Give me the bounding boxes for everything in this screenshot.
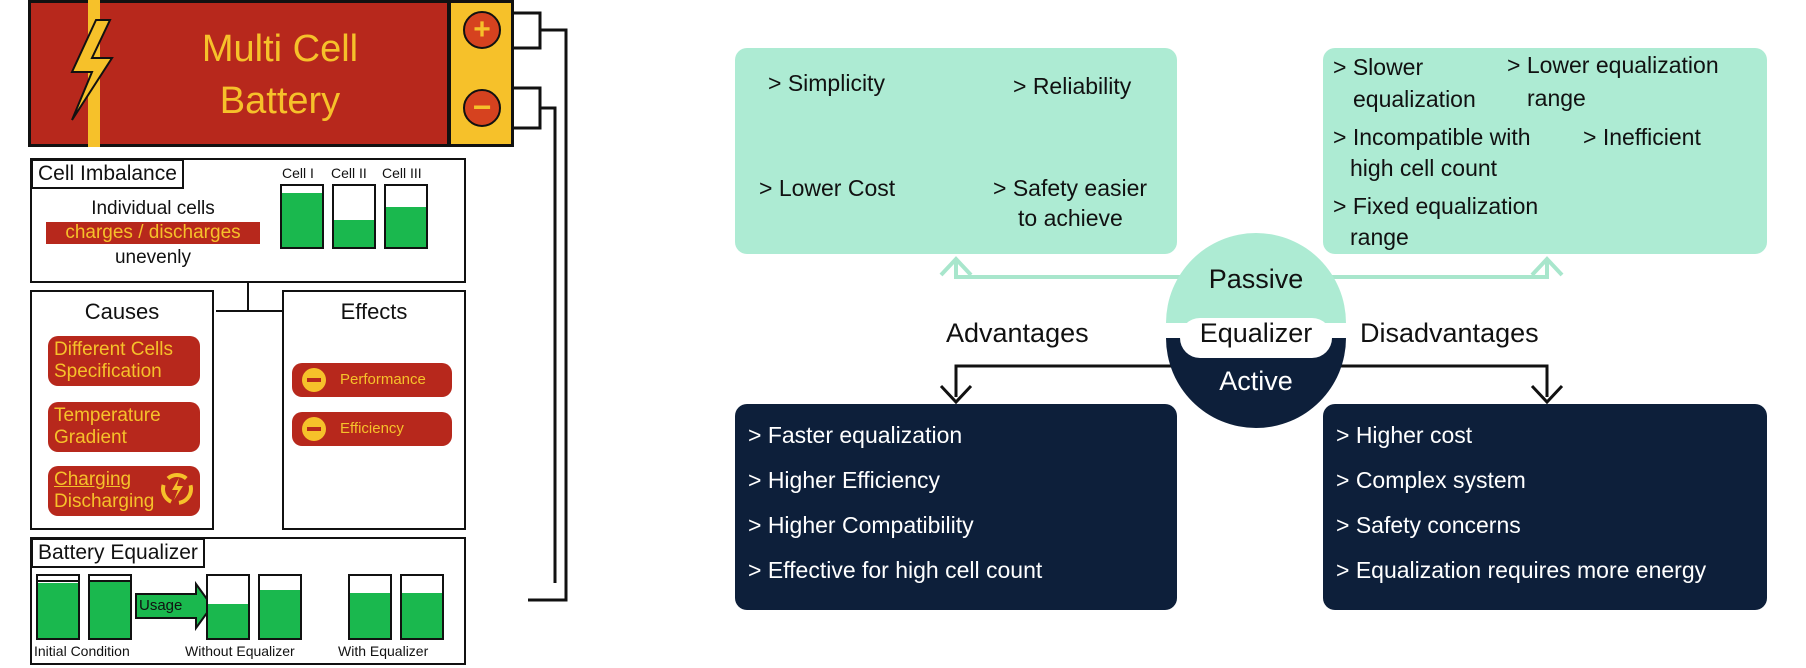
minus-icon — [302, 368, 326, 392]
passive-dis-inefficient: > Inefficient — [1583, 124, 1701, 150]
arrow-active-disadvantages — [1340, 364, 1549, 397]
advantages-label: Advantages — [946, 318, 1089, 348]
effects-box — [282, 290, 466, 530]
equalizer-band — [1180, 318, 1332, 358]
with-cell-2 — [400, 574, 444, 640]
battery-title-line2: Battery — [219, 80, 341, 122]
passive-half-circle — [1166, 233, 1346, 323]
active-advantages-panel — [735, 404, 1177, 610]
effect-item-performance: Performance — [292, 363, 452, 397]
usage-label: Usage — [139, 597, 183, 614]
passive-adv-safety-2: to achieve — [1018, 205, 1123, 231]
passive-dis-lower-1: > Lower equalization — [1507, 52, 1719, 78]
passive-dis-incompat-2: high cell count — [1350, 155, 1498, 181]
battery-equalizer-title: Battery Equalizer — [31, 538, 205, 568]
imbalance-cell-1 — [280, 184, 324, 249]
battery-minus-sign: − — [472, 89, 492, 125]
cell-imbalance-title: Cell Imbalance — [31, 159, 184, 189]
active-dis-item-3: > Safety concerns — [1336, 512, 1521, 538]
active-adv-item-1: > Faster equalization — [748, 422, 963, 448]
cause-item-temperature: Temperature Gradient — [48, 402, 200, 452]
arrow-passive-advantages — [954, 262, 1200, 279]
minus-icon — [302, 417, 326, 441]
equalizer-label: Equalizer — [1199, 318, 1313, 348]
causes-title: Causes — [84, 299, 160, 324]
effects-title: Effects — [340, 299, 408, 324]
passive-advantages-panel — [735, 48, 1177, 254]
plus-terminal-icon — [463, 11, 501, 49]
arrowhead-active-disadvantages — [1530, 384, 1564, 405]
arrowhead-passive-disadvantages — [1530, 256, 1564, 277]
active-adv-item-4: > Effective for high cell count — [748, 557, 1043, 583]
passive-dis-fixed-1: > Fixed equalization — [1333, 193, 1539, 219]
charge-cycle-icon — [161, 473, 193, 505]
arrow-passive-disadvantages — [1330, 262, 1549, 279]
arrow-active-advantages — [954, 364, 1185, 397]
passive-dis-slower-1: > Slower — [1333, 54, 1424, 80]
caption-with: With Equalizer — [338, 643, 429, 659]
passive-dis-slower-2: equalization — [1353, 86, 1476, 112]
cell-2-label: Cell II — [331, 165, 367, 181]
initial-cell-2 — [88, 574, 132, 640]
effect-item-efficiency: Efficiency — [292, 412, 452, 446]
active-adv-item-3: > Higher Compatibility — [748, 512, 974, 538]
active-label: Active — [1219, 366, 1293, 396]
arrowhead-active-advantages — [939, 384, 973, 405]
passive-dis-lower-2: range — [1527, 85, 1586, 111]
wire-minus-down — [540, 106, 557, 583]
cell-3-label: Cell III — [382, 165, 422, 181]
passive-label: Passive — [1208, 264, 1304, 294]
passive-adv-safety-1: > Safety easier — [993, 175, 1148, 201]
passive-dis-incompat-1: > Incompatible with — [1333, 124, 1531, 150]
active-dis-item-2: > Complex system — [1336, 467, 1526, 493]
imbalance-text-2: charges / discharges — [46, 222, 260, 244]
disadvantages-label: Disadvantages — [1360, 318, 1539, 348]
active-half-circle — [1166, 338, 1346, 428]
passive-adv-reliability: > Reliability — [1013, 73, 1132, 99]
cause-item-charging: Charging Discharging — [48, 466, 200, 516]
imbalance-cell-2 — [332, 184, 376, 249]
wire-main — [528, 28, 568, 602]
passive-disadvantages-panel — [1323, 48, 1767, 254]
cause-item-cells-spec: Different Cells Specification — [48, 336, 200, 386]
active-dis-item-1: > Higher cost — [1336, 422, 1473, 448]
effect-label-efficiency: Efficiency — [340, 420, 404, 437]
without-cell-1 — [206, 574, 250, 640]
with-cell-1 — [348, 574, 392, 640]
charging-label: Charging — [54, 469, 132, 490]
passive-dis-fixed-2: range — [1350, 224, 1409, 250]
minus-terminal-icon — [463, 89, 501, 127]
discharging-label: Discharging — [54, 491, 155, 512]
imbalance-cell-3 — [384, 184, 428, 249]
effect-label-performance: Performance — [340, 371, 426, 388]
arrowhead-passive-advantages — [939, 256, 973, 277]
caption-without: Without Equalizer — [185, 643, 295, 659]
passive-adv-simplicity: > Simplicity — [768, 70, 885, 96]
battery-title-line1: Multi Cell — [201, 28, 359, 70]
without-cell-2 — [258, 574, 302, 640]
cell-1-label: Cell I — [282, 165, 314, 181]
battery-plus-sign: + — [473, 13, 491, 46]
imbalance-text-1: Individual cells — [91, 198, 215, 219]
initial-cell-1 — [36, 574, 80, 640]
imbalance-text-3: unevenly — [114, 247, 192, 268]
passive-adv-lower-cost: > Lower Cost — [759, 175, 896, 201]
caption-initial: Initial Condition — [34, 643, 130, 659]
active-disadvantages-panel — [1323, 404, 1767, 610]
active-dis-item-4: > Equalization requires more energy — [1336, 557, 1707, 583]
active-adv-item-2: > Higher Efficiency — [748, 467, 940, 493]
